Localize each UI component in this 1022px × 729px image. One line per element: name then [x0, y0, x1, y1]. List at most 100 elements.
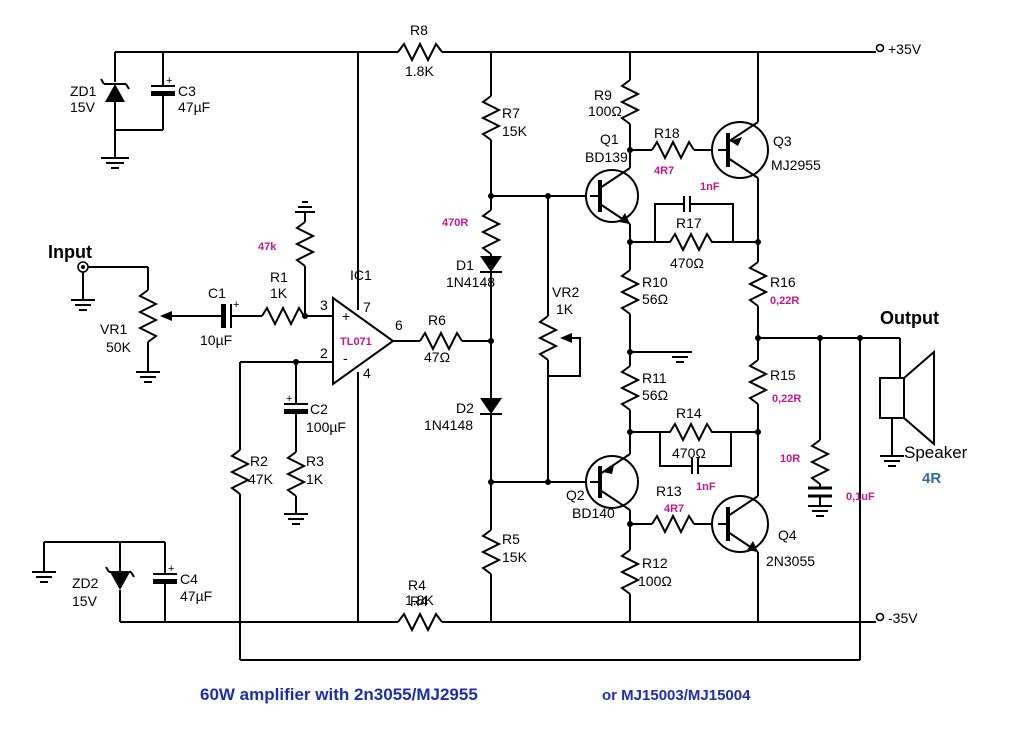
opamp-plus: + [342, 308, 350, 324]
r6-val: 47Ω [424, 349, 450, 365]
zobel-r-label: 10R [780, 453, 800, 465]
q1-transistor [585, 167, 639, 225]
pin7-label: 7 [363, 299, 371, 315]
vr1-ref: VR1 [100, 321, 127, 337]
c-1nf-bottom [659, 432, 732, 474]
svg-text:+: + [166, 75, 172, 87]
c4-capacitor: + [153, 542, 177, 622]
c3-capacitor: + [115, 52, 175, 131]
speaker-label: Speaker [904, 443, 968, 462]
r6-resistor [419, 330, 491, 352]
r10-resistor [619, 269, 641, 352]
svg-text:+: + [168, 563, 174, 575]
speaker-impedance: 4R [922, 470, 941, 487]
r8-val: 1.8K [405, 63, 434, 79]
c1-ref: C1 [208, 285, 226, 301]
pin4-label: 4 [363, 365, 371, 381]
opamp-minus: - [343, 350, 348, 366]
r7-ref: R7 [502, 105, 520, 121]
pos-rail-label: +35V [888, 41, 922, 57]
r17-val: 470Ω [670, 255, 704, 271]
mid-ground [630, 351, 692, 363]
r11-ref: R11 [642, 370, 667, 386]
r-47k-label: 47k [258, 241, 277, 253]
r-470r-label: 470R [442, 217, 468, 229]
q1-part: BD139 [585, 149, 628, 165]
r14-resistor [660, 421, 731, 443]
svg-text:+: + [286, 393, 292, 405]
r17-ref: R17 [676, 215, 702, 231]
c-1nf-top [654, 196, 734, 242]
zobel-c-label: 0,1uF [846, 491, 875, 503]
r12-ref: R12 [642, 555, 668, 571]
r2-resistor [229, 338, 861, 661]
r7-val: 15K [502, 123, 528, 139]
vr2-val: 1K [556, 301, 574, 317]
c4-ref: C4 [180, 571, 198, 587]
r14-ref: R14 [676, 405, 702, 421]
pin6-label: 6 [395, 317, 403, 333]
c-1nf-top-label: 1nF [700, 181, 720, 193]
c2-val: 100µF [306, 419, 346, 435]
d2-val: 1N4148 [424, 417, 473, 433]
q1-ref: Q1 [600, 131, 619, 147]
r18-resistor [630, 139, 718, 161]
svg-text:+: + [233, 299, 239, 311]
negative-rail [120, 611, 885, 633]
r5-resistor [480, 482, 502, 622]
q3-part: MJ2955 [771, 157, 821, 173]
r9-val: 100Ω [588, 103, 622, 119]
r13-ref: R13 [656, 483, 682, 499]
input-jack[interactable] [77, 261, 89, 273]
r6-ref: R6 [428, 312, 446, 328]
r16-ref: R16 [770, 274, 796, 290]
r16-val: 0,22R [770, 295, 799, 307]
zd1-zener [100, 52, 130, 130]
r18-val: 4R7 [654, 165, 674, 177]
ic1-ref: IC1 [350, 267, 372, 283]
r12-val: 100Ω [638, 573, 672, 589]
vr1-val: 50K [106, 339, 132, 355]
speaker-icon [879, 338, 935, 467]
neg-rail-label: -35V [888, 610, 918, 626]
r11-resistor [619, 352, 641, 454]
r17-resistor [655, 231, 733, 253]
neg-terminal [875, 612, 885, 622]
zd1-val: 15V [70, 99, 96, 115]
r10-ref: R10 [642, 274, 668, 290]
r3-ref: R3 [306, 453, 324, 469]
opamp-ic1 [332, 296, 395, 622]
q2-part: BD140 [572, 505, 615, 521]
output-label: Output [880, 308, 939, 328]
vr1-ground [136, 371, 160, 383]
vr2-potentiometer[interactable] [537, 196, 581, 482]
c4-val: 47µF [180, 588, 212, 604]
q4-ref: Q4 [778, 527, 797, 543]
c2-capacitor: + [284, 362, 308, 452]
r15-ref: R15 [770, 367, 796, 383]
r15-val: 0,22R [772, 393, 801, 405]
ground-symbol [101, 130, 129, 169]
r13-val: 4R7 [664, 503, 684, 515]
c-1nf-bottom-label: 1nF [696, 481, 716, 493]
pin2-label: 2 [320, 345, 328, 361]
q4-part: 2N3055 [766, 553, 815, 569]
r5-val: 15K [502, 549, 528, 565]
r8-ref: R8 [410, 22, 428, 38]
q3-transistor [711, 52, 769, 242]
r1-val: 1K [270, 285, 288, 301]
positive-rail [115, 41, 885, 63]
r9-resistor [619, 52, 641, 168]
r12-resistor [619, 549, 641, 622]
caption-main: 60W amplifier with 2n3055/MJ2955 [200, 685, 478, 704]
vr1-potentiometer[interactable] [137, 267, 222, 372]
r14-val: 470Ω [672, 445, 706, 461]
pin3-label: 3 [320, 297, 328, 313]
r13-resistor [630, 513, 718, 535]
vr2-ref: VR2 [552, 284, 579, 300]
r18-ref: R18 [654, 125, 680, 141]
q2-transistor [585, 453, 639, 511]
input-label: Input [48, 242, 92, 262]
c1-capacitor: + [221, 299, 262, 328]
